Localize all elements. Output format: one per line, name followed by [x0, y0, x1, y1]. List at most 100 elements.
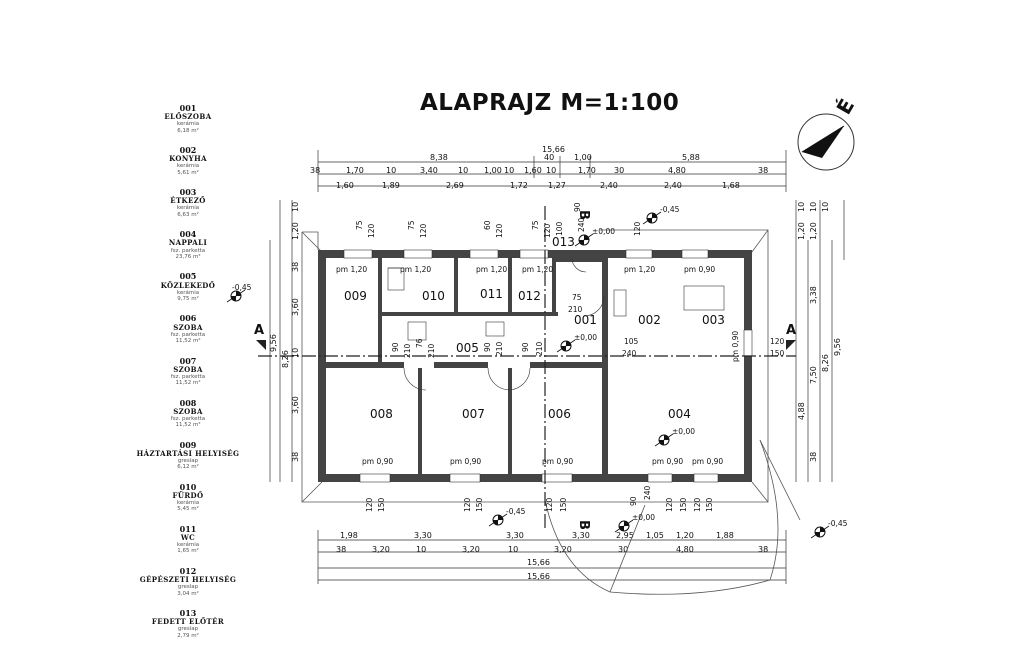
- level-leader: [654, 433, 674, 447]
- level-value: -0,45: [660, 205, 680, 214]
- dim-right-value: 10: [797, 202, 806, 212]
- dim-top-row3-value: 1,60: [336, 181, 354, 190]
- legend-name: KONYHA: [169, 154, 207, 164]
- dim-right-value: 3,38: [809, 286, 818, 304]
- door-dim-d75c: 75: [531, 220, 540, 230]
- door-dim-d120b: 120: [419, 223, 428, 238]
- pm-004a: pm 0,90: [652, 457, 683, 466]
- legend-num: 011: [179, 523, 197, 534]
- legend-name: NAPPALI: [168, 238, 208, 248]
- dim-left-value: 10: [291, 202, 300, 212]
- legend-num: 008: [179, 397, 197, 408]
- pm-004c: pm 0,90: [731, 331, 740, 362]
- level-leader: [556, 339, 576, 353]
- legend-num: 005: [179, 271, 197, 282]
- legend-area: 5,45 m²: [177, 506, 199, 513]
- door-dim-d120d: 120: [543, 223, 552, 238]
- dim-bottom-row1-value: 1,98: [340, 531, 358, 540]
- legend-area: 3,04 m²: [177, 590, 199, 597]
- legend-floor: greslap: [177, 457, 199, 464]
- legend-area: 2,79 m²: [177, 632, 199, 639]
- dim-top-row1-value: 8,38: [430, 153, 448, 162]
- door-dim-d120a: 120: [367, 223, 376, 238]
- legend-floor: kerámia: [176, 500, 200, 507]
- room-003: 003: [702, 313, 725, 327]
- dim-left-value: 1,20: [291, 222, 300, 240]
- dim-bottom-row2-value: 3,20: [372, 545, 390, 554]
- dim-top-row2-value: 3,40: [420, 166, 438, 175]
- room-001: 001: [574, 313, 597, 327]
- legend-name: KÖZLEKEDŐ: [160, 280, 216, 290]
- legend-area: 6,12 m²: [177, 464, 199, 471]
- dim-top-row1-value: 5,88: [682, 153, 700, 162]
- dim-right-value: 10: [809, 202, 818, 212]
- dim-top-row1-value: 40: [544, 153, 554, 162]
- door-dim-d240: 240: [577, 217, 586, 232]
- door-dim-d210_001: 210: [568, 305, 583, 314]
- room-labels: 009 010 011 012 013 001 002 003 005 008 …: [344, 235, 725, 421]
- dim-bottom-row2-value: 38: [336, 545, 346, 554]
- room-002: 002: [638, 313, 661, 327]
- door-dim-d90v: 90: [391, 342, 400, 352]
- section-a-left: A: [254, 323, 264, 338]
- room-007: 007: [462, 407, 485, 421]
- walls: [318, 250, 752, 482]
- room-010: 010: [422, 289, 445, 303]
- dim-top-row2-value: 38: [758, 166, 768, 175]
- dim-right-value: 10: [821, 202, 830, 212]
- level-marker-lvl_005: ±0,00: [556, 333, 597, 353]
- pm-010: pm 1,20: [400, 265, 431, 274]
- legend-area: 1,65 m²: [177, 548, 199, 555]
- door-dim-d210v: 210: [403, 343, 412, 358]
- dim-top-row2-value: 10: [458, 166, 468, 175]
- dim-left-value: 3,60: [291, 298, 300, 316]
- level-value: ±0,00: [632, 513, 655, 522]
- door-dim-b90: 90: [629, 496, 638, 506]
- dim-right-value: 38: [809, 452, 818, 462]
- dim-bottom-row2-value: 3,20: [462, 545, 480, 554]
- dim-top-row2-value: 1,70: [346, 166, 364, 175]
- level-value: ±0,00: [592, 227, 615, 236]
- door-dim-b120b: 120: [463, 497, 472, 512]
- legend-area: 11,52 m²: [175, 380, 201, 387]
- legend-name: SZOBA: [173, 406, 203, 416]
- door-dim-d60: 60: [483, 220, 492, 230]
- level-marker-lvl_left: -0,45: [226, 283, 252, 303]
- door-dim-b120c: 120: [545, 497, 554, 512]
- dim-bottom-total2: 15,66: [527, 572, 550, 581]
- legend-num: 004: [179, 229, 197, 240]
- dim-bottom-row1-value: 3,30: [572, 531, 590, 540]
- north-arrow: É: [797, 95, 859, 171]
- legend-area: 11,52 m²: [175, 338, 201, 345]
- level-leader: [614, 519, 634, 533]
- room-005: 005: [456, 341, 479, 355]
- dim-top-row2-value: 38: [310, 166, 320, 175]
- level-markers: -0,45-0,45±0,00±0,00±0,00-0,45±0,00-0,45: [226, 205, 848, 539]
- legend-floor: fsz. parketta: [170, 247, 206, 254]
- legend-floor: kerámia: [176, 163, 200, 170]
- dim-bottom-row1-value: 1,88: [716, 531, 734, 540]
- legend-num: 012: [179, 566, 197, 577]
- legend-num: 009: [179, 439, 197, 450]
- level-marker-lvl_004: ±0,00: [654, 427, 695, 447]
- windows: [343, 249, 753, 483]
- legend-area: 6,63 m²: [177, 211, 199, 218]
- legend-name: WC: [180, 533, 196, 543]
- level-value: -0,45: [232, 283, 252, 292]
- section-b-top: B: [576, 210, 591, 220]
- dim-top-total: 15,66: [542, 145, 565, 154]
